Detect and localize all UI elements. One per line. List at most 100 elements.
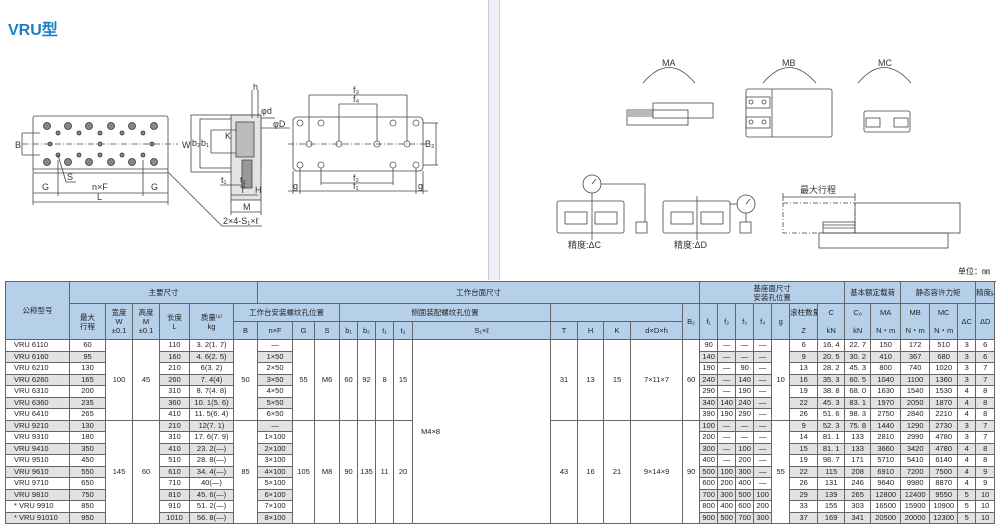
f2-cell: —: [717, 362, 737, 375]
length-L-cell: 210: [159, 419, 190, 432]
roller-count-cell: 33: [789, 500, 819, 513]
header-base-line2: 安装孔位置: [753, 292, 791, 302]
t2-cell: 15: [393, 339, 414, 421]
f4-cell: —: [753, 419, 773, 432]
MC-cell: 9550: [929, 488, 959, 501]
MA-cell: 800: [870, 362, 902, 375]
accuracy-dD-cell: 8: [975, 408, 996, 421]
length-L-cell: 710: [159, 477, 190, 490]
f3-cell: —: [735, 431, 755, 444]
C0-cell: 75. 8: [844, 419, 872, 432]
C0-cell: 60. 5: [844, 373, 872, 386]
model-cell: VRU 6360: [5, 396, 70, 409]
C0-cell: 22. 7: [844, 339, 872, 352]
f3-cell: 240: [735, 396, 755, 409]
f1-cell: 100: [699, 419, 719, 432]
C-cell: 52. 3: [817, 419, 846, 432]
unit-label: 单位：㎜: [958, 267, 990, 276]
t1-cell: 8: [375, 339, 395, 421]
B-cell: 85: [232, 419, 259, 524]
t: 高度: [138, 308, 154, 317]
f2-cell: 500: [717, 511, 737, 524]
C0-cell: 68. 0: [844, 385, 872, 398]
t: M: [142, 317, 150, 326]
dim-f1: f₁: [353, 181, 359, 191]
MB-cell: 2840: [900, 408, 931, 421]
dim-f2: f₂: [353, 173, 360, 183]
accuracy-dC-cell: 3: [957, 339, 977, 352]
header-f1: f₁: [699, 303, 719, 340]
MC-cell: 7500: [929, 465, 959, 478]
moment-diagrams: MA MB MC: [626, 58, 912, 138]
header-blank: [550, 303, 684, 322]
header-f2: f₂: [717, 303, 737, 340]
header-dD: ΔD: [975, 303, 996, 340]
accuracy-dC-cell: 4: [957, 465, 977, 478]
MA-cell: 16500: [870, 500, 902, 513]
stroke-cell: 550: [69, 465, 106, 478]
f2-cell: —: [717, 454, 737, 467]
length-L-cell: 610: [159, 465, 190, 478]
accuracy-dD-cell: 6: [975, 350, 996, 363]
header-main: 主要尺寸: [68, 281, 259, 304]
f2-cell: —: [717, 373, 737, 386]
dim-b2: b₂: [192, 138, 201, 148]
roller-count-cell: 22: [789, 465, 819, 478]
f2-cell: —: [717, 350, 737, 363]
mass-cell: 28. 8(—): [189, 454, 234, 467]
front-view-drawing: B S G n×F G L 2×4-S₁×ℓ: [15, 115, 262, 227]
MC-cell: 12300: [929, 511, 959, 524]
MA-cell: 1440: [870, 419, 902, 432]
C0-cell: 133: [844, 431, 872, 444]
f4-cell: —: [753, 396, 773, 409]
dim-H: H: [255, 185, 262, 195]
MB-cell: 2050: [900, 396, 931, 409]
dim-nF: n×F: [92, 182, 108, 192]
mass-cell: 45. 6(—): [189, 488, 234, 501]
t: MC: [937, 308, 950, 317]
moment-MC-label: MC: [878, 58, 892, 68]
model-cell: VRU 9310: [5, 431, 70, 444]
S1l-cell: M4×8: [412, 339, 552, 524]
f2-cell: 140: [717, 396, 737, 409]
accuracy-dC-cell: 4: [957, 396, 977, 409]
nF-cell: 4×50: [257, 385, 294, 398]
model-cell: VRU 6410: [5, 408, 70, 421]
header-b2: b₂: [357, 321, 377, 340]
accuracy-dC-cell: 4: [957, 442, 977, 455]
C-cell: 35. 3: [817, 373, 846, 386]
MA-cell: 1630: [870, 385, 902, 398]
f4-cell: —: [753, 454, 773, 467]
C-cell: 169: [817, 511, 846, 524]
length-L-cell: 310: [159, 385, 190, 398]
t: N・m: [876, 326, 896, 335]
t: N・m: [934, 326, 954, 335]
f4-cell: —: [753, 442, 773, 455]
accuracy-dD-cell: 9: [975, 477, 996, 490]
C0-cell: 208: [844, 465, 872, 478]
accuracy-dD-cell: 6: [975, 339, 996, 352]
model-cell: VRU 6260: [5, 373, 70, 386]
accuracy-dD-label: 精度:ΔD: [674, 239, 708, 250]
b2-cell: 92: [357, 339, 377, 421]
f3-cell: —: [735, 350, 755, 363]
f3-cell: 600: [735, 500, 755, 513]
K-cell: 21: [603, 419, 632, 524]
header-K: K: [603, 321, 632, 340]
t: Z: [801, 326, 806, 335]
model-cell: VRU 9210: [5, 419, 70, 432]
MC-cell: 8870: [929, 477, 959, 490]
stroke-cell: 60: [69, 339, 106, 352]
model-cell: * VRU 91010: [5, 511, 70, 524]
MA-cell: 6910: [870, 465, 902, 478]
t1-cell: 11: [375, 419, 395, 524]
dim-t1: t₁: [221, 175, 227, 185]
MC-cell: 2210: [929, 408, 959, 421]
dim-B2: B₂: [425, 139, 435, 149]
f2-cell: 190: [717, 408, 737, 421]
nF-cell: 7×100: [257, 500, 294, 513]
